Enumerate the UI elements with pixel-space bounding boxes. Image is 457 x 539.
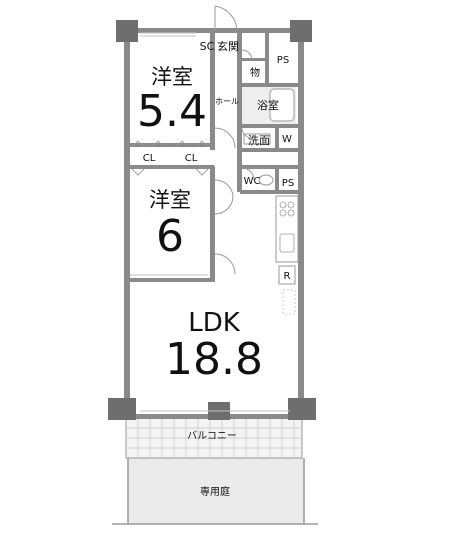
hall-label: ホール xyxy=(215,97,239,106)
toilet-label: WC xyxy=(244,176,261,187)
western-room-2-name: 洋室 xyxy=(149,188,191,212)
interior-walls xyxy=(126,30,298,282)
western-room-1-name: 洋室 xyxy=(151,65,193,89)
closet-right-label: CL xyxy=(185,153,198,164)
toilet-bowl xyxy=(258,174,274,186)
western-room-2-size: 6 xyxy=(156,211,184,262)
balcony-label: バルコニー xyxy=(187,430,237,442)
door-swings xyxy=(214,5,255,275)
bathtub xyxy=(269,88,295,122)
private-garden-label: 専用庭 xyxy=(200,485,230,498)
balcony-area xyxy=(125,417,303,459)
bathroom-label: 浴室 xyxy=(257,98,279,112)
storage-label: 物 xyxy=(250,66,260,79)
kitchen-counter xyxy=(275,195,299,263)
structural-columns xyxy=(108,20,316,420)
washbasin xyxy=(243,133,271,145)
entrance-label: 玄関 xyxy=(217,39,239,53)
refrigerator-label: R xyxy=(284,271,291,282)
shoe-closet-label: SC xyxy=(200,40,215,53)
washer-label: W xyxy=(282,134,292,145)
pipe-space-top-label: PS xyxy=(277,55,289,66)
ldk-name: LDK xyxy=(188,308,241,338)
private-garden-area xyxy=(112,458,318,525)
washroom-label: 洗面 xyxy=(248,134,270,147)
closet-doors xyxy=(131,140,209,176)
pipe-space-mid-label: PS xyxy=(282,178,294,189)
western-room-1-size: 5.4 xyxy=(137,86,207,137)
refrigerator-space xyxy=(278,265,296,285)
closet-left-label: CL xyxy=(143,153,156,164)
windows xyxy=(130,32,290,412)
ldk-size: 18.8 xyxy=(165,334,263,385)
